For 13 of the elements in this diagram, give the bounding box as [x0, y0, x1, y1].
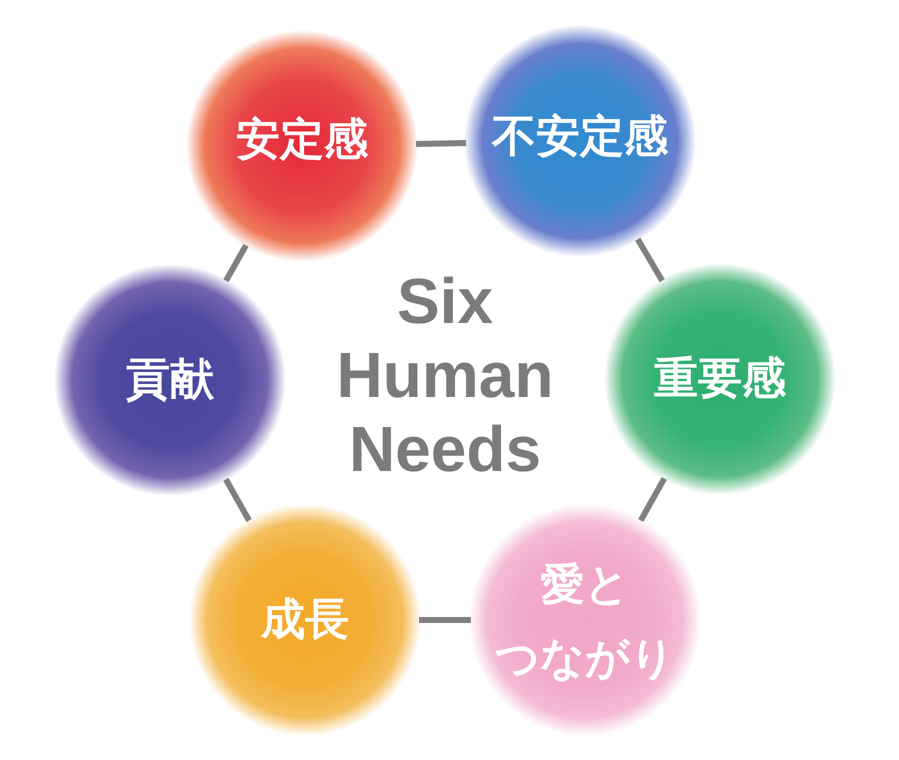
connector-line [419, 617, 471, 623]
need-label: 不安定感 [492, 110, 668, 164]
connector-line [223, 244, 249, 282]
need-label: 重要感 [654, 352, 786, 406]
need-label: 愛とつながり [495, 558, 675, 686]
need-label: 安定感 [236, 114, 368, 166]
need-label: 貢献 [126, 354, 214, 406]
connector-line [223, 478, 252, 522]
need-label: 成長 [261, 594, 349, 646]
diagram-title: Six Human Needs [336, 264, 554, 486]
connector-line [635, 238, 665, 282]
connector-line [638, 477, 667, 522]
connector-line [416, 140, 466, 147]
